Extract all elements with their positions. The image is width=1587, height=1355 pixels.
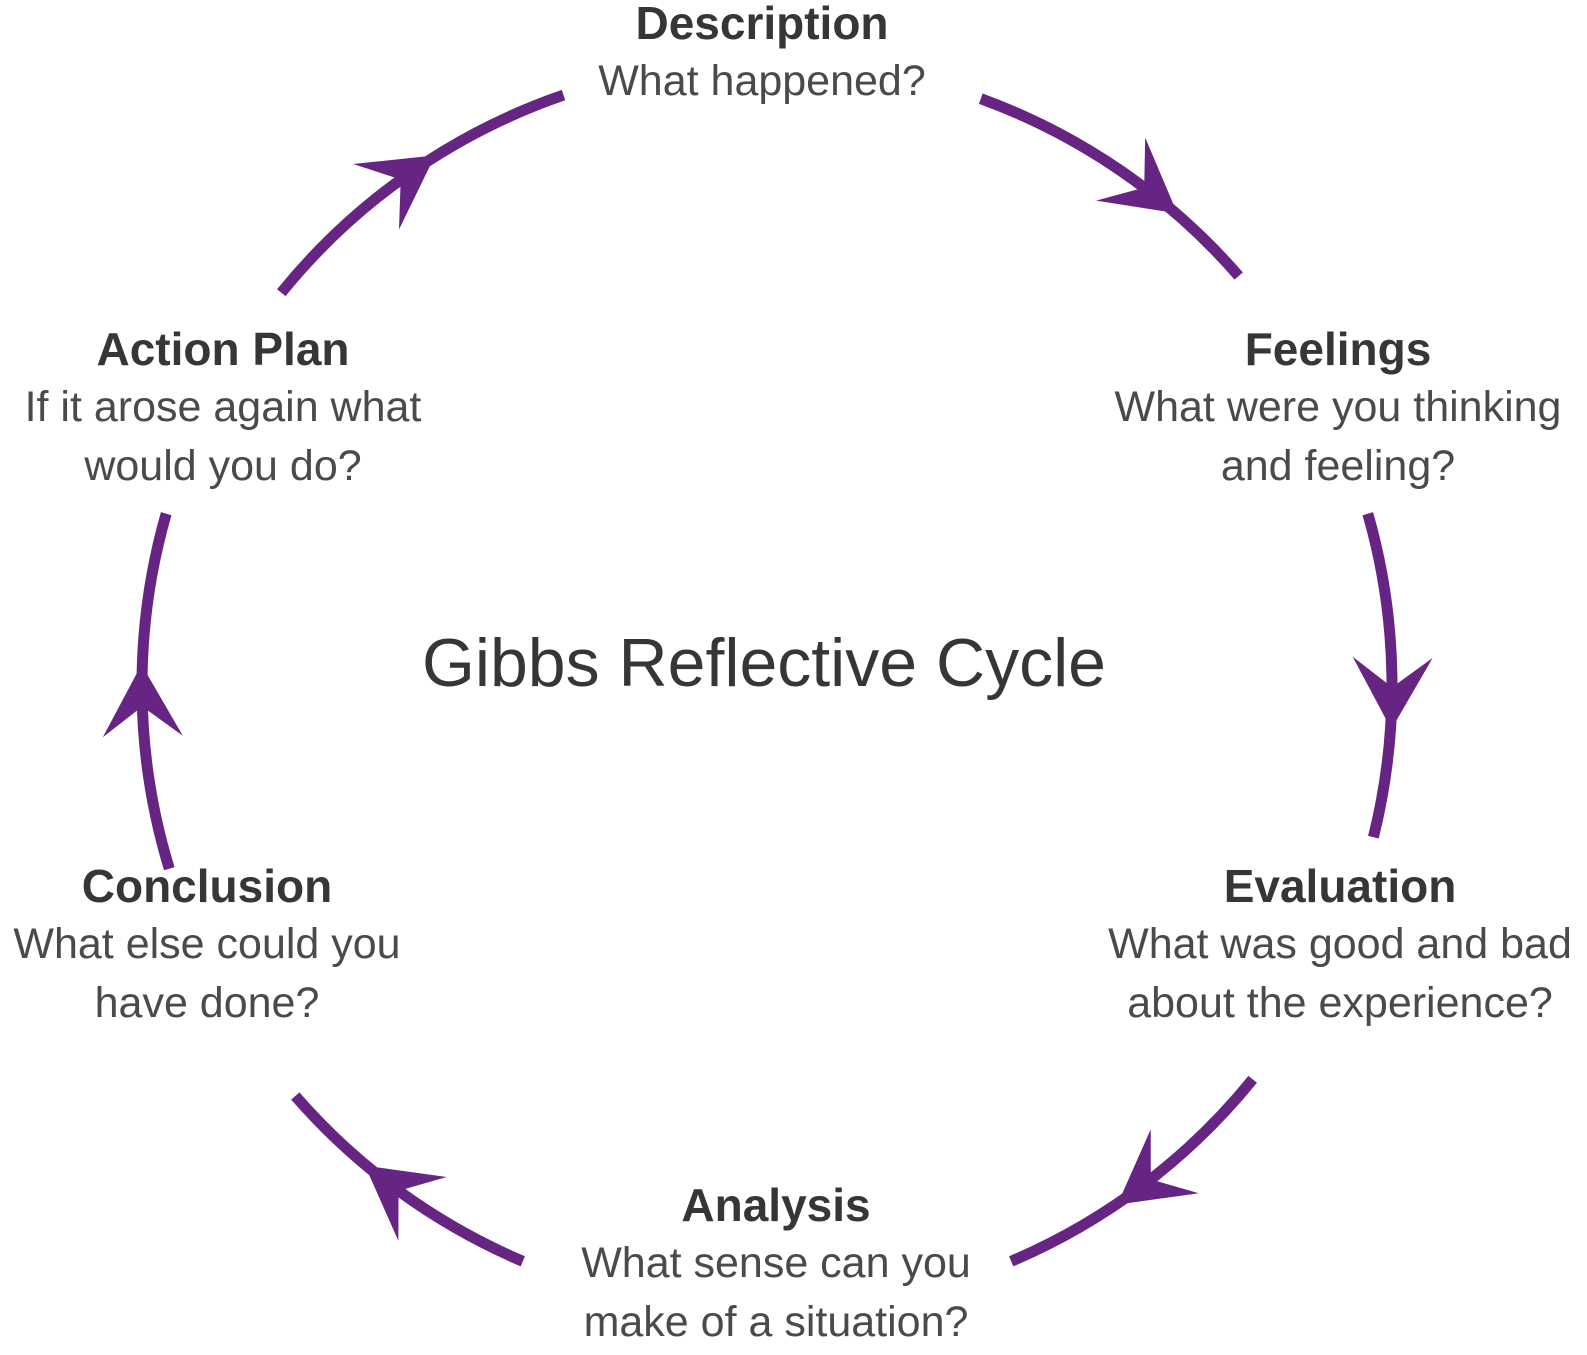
stage-question: What else could you have done? [13,920,401,1027]
stage-question: What was good and bad about the experien… [1108,920,1572,1027]
stage-action-plan: Action Plan If it arose again what would… [3,320,443,496]
stage-title: Evaluation [1223,860,1457,912]
stage-conclusion: Conclusion What else could you have done… [0,857,427,1033]
stage-question: What happened? [598,57,926,105]
arrowhead-icon [102,664,183,738]
arrow-analysis-to-conclusion [291,1092,525,1267]
arrow-action-to-description [277,89,566,297]
stage-analysis: Analysis What sense can you make of a si… [536,1176,1016,1352]
arrowhead-icon [353,155,436,230]
stage-title: Conclusion [81,860,333,912]
stage-feelings: Feelings What were you thinking and feel… [1088,320,1587,496]
arrow-feelings-to-evaluation [1362,512,1398,839]
arrowhead-icon [1117,1129,1199,1205]
stage-question: If it arose again what would you do? [24,383,422,490]
stage-title: Action Plan [96,323,350,375]
arrowhead-icon [1096,137,1178,214]
stage-title: Feelings [1244,323,1432,375]
stage-description: Description What happened? [522,0,1002,111]
stage-question: What sense can you make of a situation? [581,1239,971,1346]
stage-question: What were you thinking and feeling? [1114,383,1562,490]
arrow-evaluation-to-analysis [1009,1075,1257,1267]
stage-title: Description [635,0,889,49]
diagram-title: Gibbs Reflective Cycle [421,625,1107,701]
arrowhead-icon [365,1165,447,1241]
arrow-description-to-feelings [978,93,1243,280]
stage-evaluation: Evaluation What was good and bad about t… [1080,857,1587,1033]
arrowhead-icon [1352,656,1433,730]
stage-title: Analysis [681,1179,871,1231]
